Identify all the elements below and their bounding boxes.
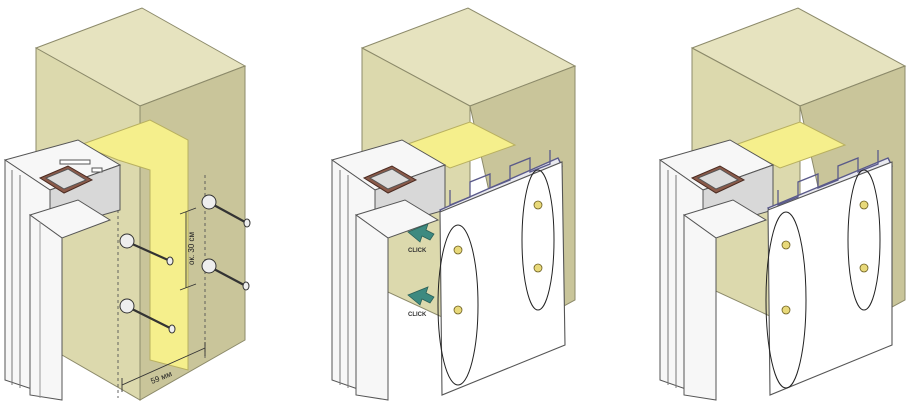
click-label-top: CLICK (408, 248, 427, 254)
window-profile (330, 139, 447, 401)
clip-highlight-ellipse (847, 169, 881, 311)
vertical-dimension-label: ок. 30 см (187, 232, 196, 265)
insulation-strip (78, 119, 189, 371)
push-arrow-bottom: CLICK (407, 286, 435, 318)
click-label-bottom: CLICK (408, 312, 427, 318)
push-arrow-top: CLICK (407, 223, 435, 254)
screw (201, 258, 250, 291)
vertical-dimension: ок. 30 см (179, 207, 197, 291)
steel-reinforcement (38, 165, 94, 194)
clip (533, 200, 543, 210)
screw (201, 194, 251, 228)
steel-reinforcement (690, 165, 746, 194)
clip (859, 200, 869, 210)
window-profile (658, 139, 775, 401)
window-profile (3, 139, 122, 401)
clip-highlight-ellipse (437, 224, 479, 386)
clip-highlight-ellipse (765, 211, 807, 389)
screw (119, 233, 174, 266)
panel-3-finished (658, 7, 907, 401)
clip (781, 240, 791, 250)
clip-highlight-ellipse (521, 169, 555, 311)
clip (453, 305, 463, 315)
steel-reinforcement (362, 165, 418, 194)
panel-1-screw-fixing: ок. 30 см 59 мм (3, 7, 251, 401)
screw (119, 298, 176, 334)
panel-2-cover-clip-on: CLICK CLICK (330, 7, 577, 401)
clip (533, 263, 543, 273)
clip (781, 305, 791, 315)
clip (859, 263, 869, 273)
cover-profile (439, 150, 566, 396)
clip (453, 245, 463, 255)
